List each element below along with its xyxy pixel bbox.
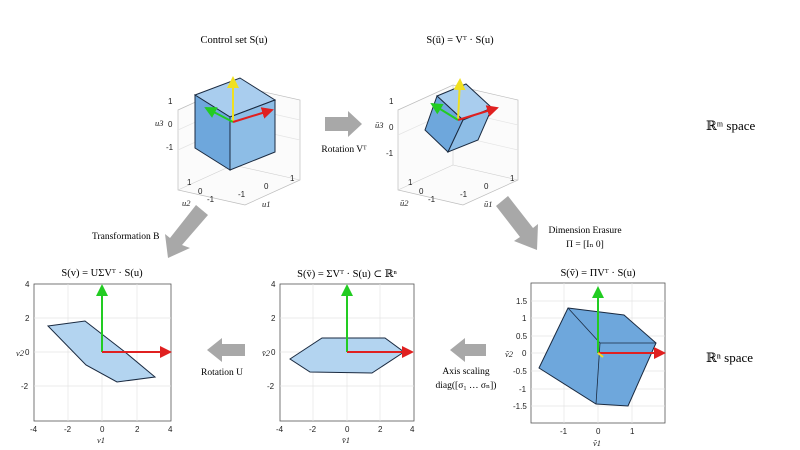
tick: -1 <box>560 427 568 436</box>
erasure-formula: Π = [Iₙ 0] <box>566 240 604 250</box>
tick: 1 <box>408 178 413 187</box>
tick: 0 <box>345 425 350 434</box>
tick: 0 <box>100 425 105 434</box>
arrow-rotation-vt <box>325 111 362 137</box>
final-title: S(v) = UΣVᵀ · S(u) <box>61 268 143 279</box>
scaled-2d-plot <box>279 283 415 422</box>
tick: 0 <box>198 187 203 196</box>
control-set-title: Control set S(u) <box>200 35 268 46</box>
tick: 2 <box>271 314 276 323</box>
arrow-axis-scaling <box>450 338 486 362</box>
final-2d-plot <box>33 283 172 422</box>
control-set-axis-y: u2 <box>182 198 191 208</box>
tick: 0 <box>389 123 394 132</box>
cube-shape <box>193 77 277 171</box>
tick: -0.5 <box>513 367 527 376</box>
rotation-vt-label: Rotation Vᵀ <box>321 145 367 155</box>
tick: 0 <box>484 182 489 191</box>
dimension-erasure-label: Dimension Erasure <box>548 226 622 236</box>
tick: 1 <box>630 427 635 436</box>
tick: -4 <box>276 425 284 434</box>
tick: 1 <box>187 178 192 187</box>
cube-red-vector <box>232 107 274 123</box>
arrow-rotation-u <box>207 338 245 362</box>
rotated-3d-plot <box>397 78 519 206</box>
tick: 4 <box>271 280 276 289</box>
tick: 2 <box>378 425 383 434</box>
transformation-b-label: Transformation B <box>92 232 160 242</box>
tick: 1 <box>290 174 295 183</box>
projected-axis-y: ṽ2 <box>505 349 514 359</box>
rotated-axis-z: ū3 <box>375 120 384 130</box>
scaled-title: S(v̄) = ΣVᵀ · S(u) ⊂ ℝⁿ <box>297 269 397 280</box>
tick: -1 <box>519 385 527 394</box>
tick: 1 <box>510 174 515 183</box>
tick: -1 <box>386 149 394 158</box>
tick: 1.5 <box>516 297 528 306</box>
tick: -1 <box>428 195 436 204</box>
projected-title: S(ṽ) = ΠVᵀ · S(u) <box>560 268 636 279</box>
tick: 0 <box>419 187 424 196</box>
tick: 0 <box>264 182 269 191</box>
tick: 0.5 <box>516 332 528 341</box>
arrow-dimension-erasure <box>496 196 538 250</box>
tick: 0 <box>168 120 173 129</box>
tick: 4 <box>410 425 415 434</box>
projected-axis-x: ṽ1 <box>593 438 601 448</box>
tick: -4 <box>30 425 38 434</box>
tick: -2 <box>64 425 72 434</box>
tick: -1 <box>207 195 215 204</box>
tick: 1 <box>522 314 527 323</box>
tick: 0 <box>271 348 276 357</box>
scaled-axis-x: v̄1 <box>342 435 350 445</box>
tick: 1 <box>389 97 394 106</box>
rn-space-label: ℝⁿ space <box>706 350 754 365</box>
control-set-axis-x: u1 <box>262 199 271 209</box>
tick: 0 <box>25 348 30 357</box>
tick: -1 <box>460 190 468 199</box>
rotation-u-label: Rotation U <box>201 368 243 378</box>
tick: -2 <box>267 382 275 391</box>
tick: -1.5 <box>513 402 527 411</box>
projected-2d-plot <box>530 282 666 424</box>
tick: 4 <box>25 280 30 289</box>
projected-hexagon <box>538 307 657 407</box>
control-set-3d-plot <box>177 76 301 206</box>
scaled-axis-y: v̄2 <box>262 348 271 358</box>
axis-scaling-label: Axis scaling <box>442 367 490 377</box>
tick: -1 <box>166 143 174 152</box>
rotated-title: S(ū) = Vᵀ · S(u) <box>426 35 494 46</box>
tick: 0 <box>596 427 601 436</box>
scaling-formula: diag([σ₁ … σₙ]) <box>435 381 497 391</box>
tick: 4 <box>168 425 173 434</box>
cube-green-vector <box>204 107 234 123</box>
tick: 1 <box>168 97 173 106</box>
final-axis-y: v2 <box>16 348 25 358</box>
arrow-transformation-b <box>165 205 208 258</box>
final-axis-x: v1 <box>97 435 105 445</box>
control-set-axis-z: u3 <box>155 118 164 128</box>
tick: 2 <box>25 314 30 323</box>
rotated-axis-x: ū1 <box>484 199 493 209</box>
tick: 0 <box>522 349 527 358</box>
rotated-axis-y: ū2 <box>400 198 409 208</box>
tick: -2 <box>21 382 29 391</box>
rm-space-label: ℝᵐ space <box>706 118 756 133</box>
tick: -1 <box>238 190 246 199</box>
tick: 2 <box>135 425 140 434</box>
tick: -2 <box>309 425 317 434</box>
